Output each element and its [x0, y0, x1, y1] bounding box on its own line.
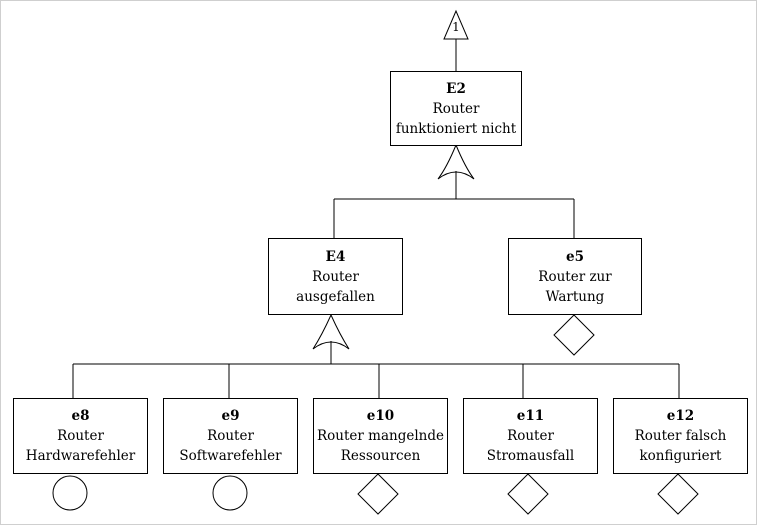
undeveloped-event-diamond-e10 [357, 473, 399, 515]
event-box-e11: e11 Router Stromausfall [463, 398, 598, 474]
undeveloped-event-diamond-e12 [657, 473, 699, 515]
event-text: Router Stromausfall [486, 428, 575, 464]
event-id: e8 [71, 408, 90, 424]
event-id: e12 [666, 408, 695, 424]
event-box-E2: E2 Router funktioniert nicht [390, 71, 522, 146]
event-id: e10 [366, 408, 395, 424]
event-text: Router ausgefallen [296, 268, 375, 305]
event-box-e12: e12 Router falsch konfiguriert [613, 398, 748, 474]
undeveloped-event-diamond-e5 [553, 314, 595, 356]
event-text: Router falsch konfiguriert [634, 428, 727, 464]
event-text: Router zur Wartung [538, 268, 612, 305]
basic-event-circle-e9 [212, 475, 248, 511]
event-text: Router Softwarefehler [179, 428, 282, 464]
event-id: e11 [516, 408, 545, 424]
event-id: e5 [566, 248, 584, 265]
event-box-e5: e5 Router zur Wartung [508, 238, 642, 315]
event-id: E4 [325, 248, 346, 265]
event-id: E2 [446, 80, 466, 97]
event-text: Router funktioniert nicht [395, 100, 517, 137]
transfer-label: 1 [452, 20, 460, 34]
event-text: Router mangelnde Ressourcen [317, 428, 444, 464]
event-box-e9: e9 Router Softwarefehler [163, 398, 298, 474]
event-box-e10: e10 Router mangelnde Ressourcen [313, 398, 448, 474]
basic-event-circle-e8 [52, 475, 88, 511]
event-box-E4: E4 Router ausgefallen [268, 238, 403, 315]
event-id: e9 [221, 408, 240, 424]
undeveloped-event-diamond-e11 [507, 473, 549, 515]
event-box-e8: e8 Router Hardwarefehler [13, 398, 148, 474]
event-text: Router Hardwarefehler [25, 428, 136, 464]
